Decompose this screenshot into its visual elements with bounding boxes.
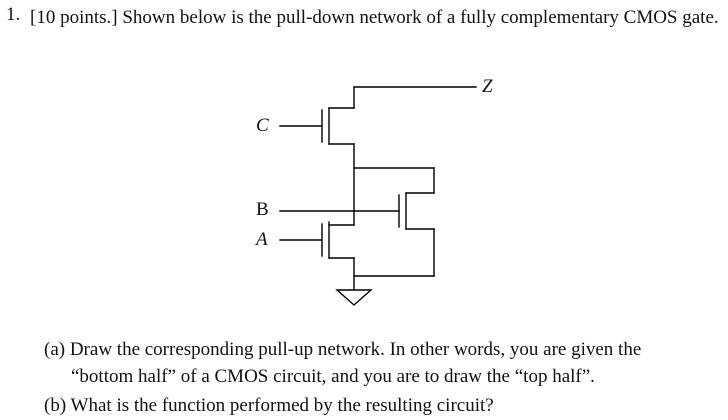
- transistor-a: [279, 221, 355, 259]
- label-b: B: [256, 199, 269, 220]
- subpart-a-line2: “bottom half” of a CMOS circuit, and you…: [71, 366, 595, 387]
- question-text: [10 points.] Shown below is the pull-dow…: [30, 7, 719, 28]
- label-c: C: [256, 115, 269, 136]
- subpart-a-line1: (a) Draw the corresponding pull-up netwo…: [44, 339, 642, 360]
- subpart-a: (a) Draw the corresponding pull-up netwo…: [44, 336, 724, 390]
- label-a: A: [256, 229, 268, 250]
- question-number: 1.: [6, 4, 21, 25]
- subpart-b: (b) What is the function performed by th…: [44, 395, 494, 416]
- transistor-c: [279, 86, 355, 169]
- label-z: Z: [482, 76, 493, 97]
- transistor-b: [279, 192, 435, 230]
- ground-icon: [335, 289, 373, 306]
